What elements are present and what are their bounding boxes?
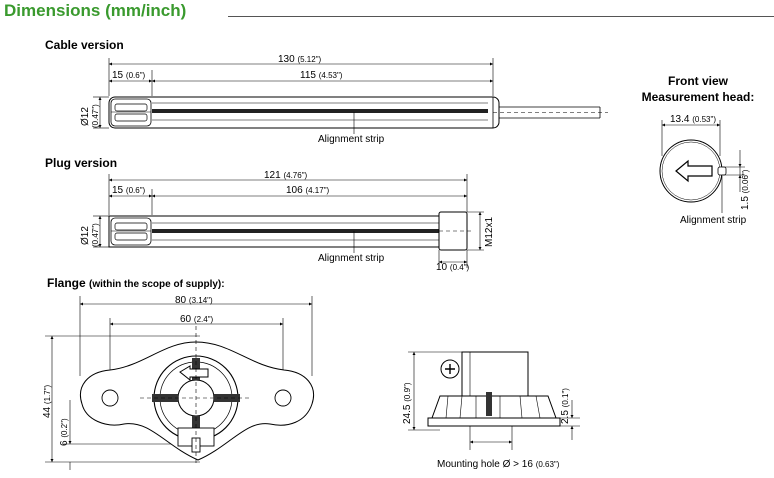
- cable-sensor-drawing: [93, 58, 608, 134]
- side-dim-base: 2.5 (0.1"): [560, 388, 571, 424]
- flange-title-sub: (within the scope of supply):: [89, 279, 225, 290]
- plug-dim-diameter-inch-wrap: (0.47"): [90, 223, 101, 247]
- front-dim-strip-mm: 1.5: [740, 196, 751, 210]
- flange-dim-holes-inch: (2.4"): [193, 315, 214, 324]
- cable-dim-head-inch: (0.6"): [125, 71, 146, 80]
- front-dim-width-inch: (0.53"): [692, 115, 716, 124]
- plug-dim-head: 15 (0.6"): [112, 185, 145, 196]
- mounting-hole-inch: (0.63"): [535, 460, 560, 469]
- flange-dim-width-mm: 80: [175, 295, 187, 306]
- front-dim-strip-inch: (0.06"): [741, 169, 750, 194]
- cable-dim-total-mm: 130: [278, 54, 295, 65]
- page-title: Dimensions (mm/inch): [4, 1, 187, 20]
- front-strip-label: Alignment strip: [680, 215, 747, 226]
- plug-dim-body-inch: (4.17"): [305, 186, 330, 195]
- flange-dim-offset-inch: (0.2"): [60, 418, 69, 438]
- front-dim-width: 13.4 (0.53"): [670, 114, 716, 125]
- flange-dim-offset-mm: 6: [59, 440, 70, 446]
- front-dim-width-mm: 13.4: [670, 114, 690, 125]
- plug-dim-connector: 10 (0.4"): [436, 262, 469, 273]
- side-dim-height-inch: (0.9"): [403, 382, 412, 402]
- flange-title-main: Flange: [47, 276, 86, 290]
- flange-dim-holes: 60 (2.4"): [180, 314, 213, 325]
- plug-dim-thread-text: M12x1: [484, 216, 495, 247]
- cable-dim-body-mm: 115: [300, 70, 316, 81]
- flange-dim-holes-mm: 60: [180, 314, 192, 325]
- plug-dim-connector-mm: 10: [436, 262, 448, 273]
- cable-dim-head-mm: 15: [112, 70, 124, 81]
- side-dim-height-mm: 24.5: [402, 404, 413, 424]
- flange-dim-height-mm: 44: [42, 406, 53, 418]
- cable-dim-body-inch: (4.53"): [318, 71, 343, 80]
- plug-dim-head-mm: 15: [112, 185, 124, 196]
- flange-top-drawing: [45, 296, 314, 470]
- flange-dim-height: 44 (1.7"): [42, 385, 53, 418]
- mounting-hole-label: Mounting hole Ø > 16 (0.63"): [437, 459, 559, 470]
- flange-dim-height-inch: (1.7"): [43, 384, 52, 405]
- flange-side-drawing: [408, 351, 580, 450]
- flange-dim-width: 80 (3.14"): [175, 295, 213, 306]
- plug-dim-thread: M12x1: [484, 217, 495, 247]
- title-underline: [228, 16, 774, 17]
- cable-dim-diameter-inch: (0.47"): [91, 104, 100, 128]
- flange-dim-width-inch: (3.14"): [188, 296, 213, 305]
- plug-dim-connector-inch: (0.4"): [449, 263, 470, 272]
- plug-dim-body-mm: 106: [286, 185, 303, 196]
- plug-version-title: Plug version: [45, 156, 118, 170]
- plug-dim-body: 106 (4.17"): [286, 185, 329, 196]
- cable-dim-diameter-inch-wrap: (0.47"): [90, 104, 101, 128]
- cable-strip-label: Alignment strip: [318, 134, 385, 145]
- side-dim-height: 24.5 (0.9"): [402, 382, 413, 424]
- mounting-hole-text: Mounting hole Ø > 16: [437, 459, 533, 470]
- cable-dim-head: 15 (0.6"): [112, 70, 145, 81]
- cable-version-title: Cable version: [45, 38, 124, 52]
- cable-dim-total-inch: (5.12"): [297, 55, 322, 64]
- plug-dim-head-inch: (0.6"): [125, 186, 146, 195]
- cable-dim-body: 115 (4.53"): [300, 70, 342, 81]
- plug-dim-total-mm: 121: [264, 170, 281, 181]
- plug-dim-total-inch: (4.76"): [283, 171, 308, 180]
- cable-dim-total: 130 (5.12"): [278, 54, 321, 65]
- side-dim-base-mm: 2.5: [560, 410, 571, 424]
- plug-dim-total: 121 (4.76"): [264, 170, 307, 181]
- side-dim-base-inch: (0.1"): [561, 388, 570, 408]
- plug-strip-label: Alignment strip: [318, 253, 385, 264]
- front-dim-strip: 1.5 (0.06"): [740, 170, 751, 210]
- front-view-title-2: Measurement head:: [641, 90, 755, 104]
- front-view-title-1: Front view: [667, 74, 728, 88]
- plug-dim-diameter-inch: (0.47"): [91, 223, 100, 247]
- flange-title: Flange (within the scope of supply):: [47, 276, 225, 290]
- flange-dim-offset: 6 (0.2"): [59, 418, 70, 446]
- front-view-drawing: [659, 120, 745, 213]
- plug-sensor-drawing: [93, 174, 484, 268]
